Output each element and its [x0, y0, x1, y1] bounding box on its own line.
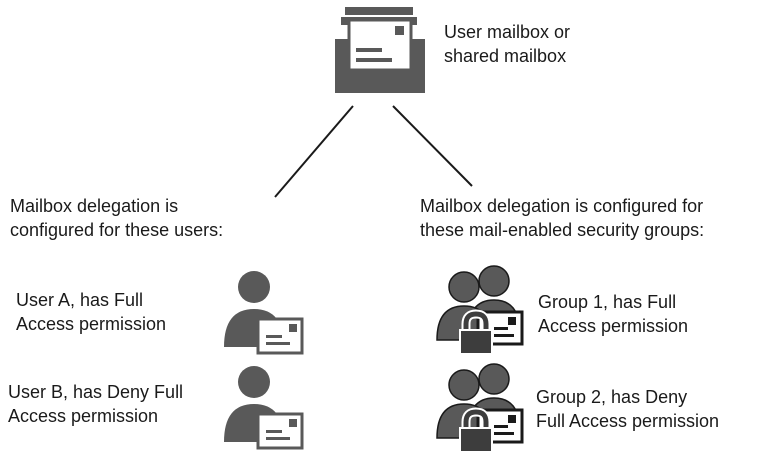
mailbox-label: User mailbox or shared mailbox [444, 22, 571, 66]
group-2-label: Group 2, has Deny Full Access permission [536, 387, 720, 431]
users-heading: Mailbox delegation is configured for the… [10, 196, 224, 240]
security-group-lock-envelope-icon [436, 363, 524, 452]
connector-left [274, 105, 354, 198]
group-1-label: Group 1, has Full Access permission [538, 292, 689, 336]
user-with-envelope-icon [224, 271, 304, 355]
user-b-label: User B, has Deny Full Access permission [8, 382, 184, 426]
connector-right [392, 105, 473, 187]
groups-heading: Mailbox delegation is configured for the… [420, 196, 705, 240]
user-a-label: User A, has Full Access permission [16, 290, 167, 334]
mailbox-tray-icon [335, 7, 425, 93]
security-group-lock-envelope-icon [436, 265, 524, 354]
user-with-envelope-icon [224, 366, 304, 450]
